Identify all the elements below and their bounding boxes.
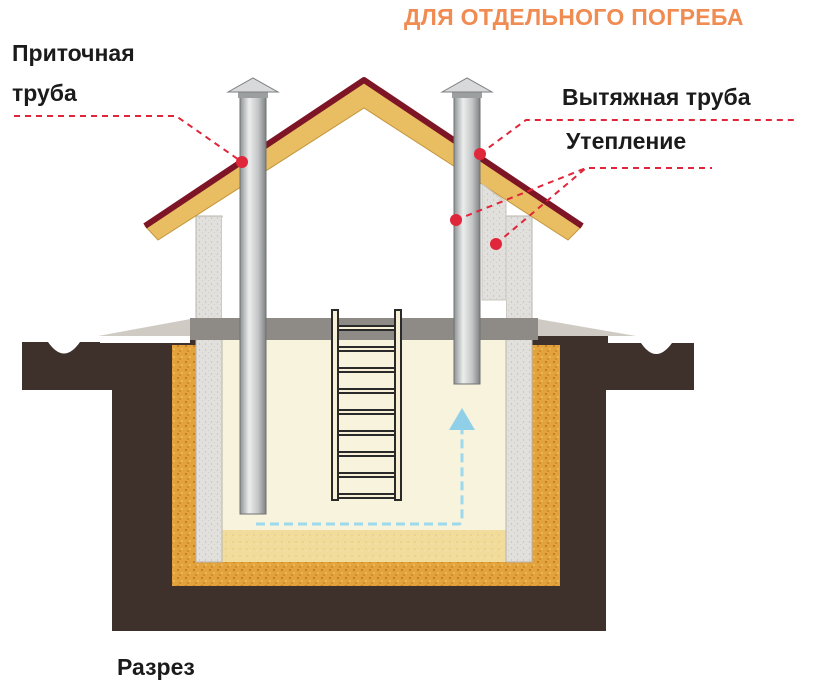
ladder-rung: [337, 430, 396, 436]
ladder-rung: [337, 472, 396, 478]
airflow-arrow-icon: [256, 408, 475, 526]
exhaust-pipe-label: Вытяжная труба: [562, 84, 751, 110]
insulation-leader-2: [495, 167, 587, 245]
attic-space: [222, 100, 506, 318]
supply-leader: [14, 115, 243, 163]
ladder-icon: [331, 309, 402, 501]
exhaust-leader: [479, 119, 798, 155]
leader-dots: [236, 148, 502, 250]
right-wall: [505, 215, 533, 563]
ladder-rung: [337, 346, 396, 352]
pipe-cap-icon: [226, 77, 280, 93]
pipe-cap-icon: [440, 77, 494, 93]
left-wall: [195, 215, 223, 563]
cellar-floor: [218, 530, 508, 562]
ladder-rung: [337, 388, 396, 394]
insulation-label: Утепление: [566, 128, 687, 154]
insulation-leader-1: [455, 167, 712, 221]
ladder-rung: [337, 409, 396, 415]
ladder-rung: [337, 367, 396, 373]
exhaust-pipe: [440, 77, 494, 385]
ladder-rung: [337, 325, 396, 331]
supply-pipe: [226, 77, 280, 515]
supply-pipe-label-line1: Приточная: [12, 40, 135, 66]
roof-edge: [143, 77, 584, 229]
leader-lines: [14, 115, 798, 245]
ladder-rung: [337, 493, 396, 499]
section-label: Разрез: [117, 654, 195, 680]
diagram-heading: ДЛЯ ОТДЕЛЬНОГО ПОГРЕБА: [404, 4, 744, 30]
ladder-rung: [337, 451, 396, 457]
supply-pipe-label-line2: труба: [12, 80, 77, 106]
